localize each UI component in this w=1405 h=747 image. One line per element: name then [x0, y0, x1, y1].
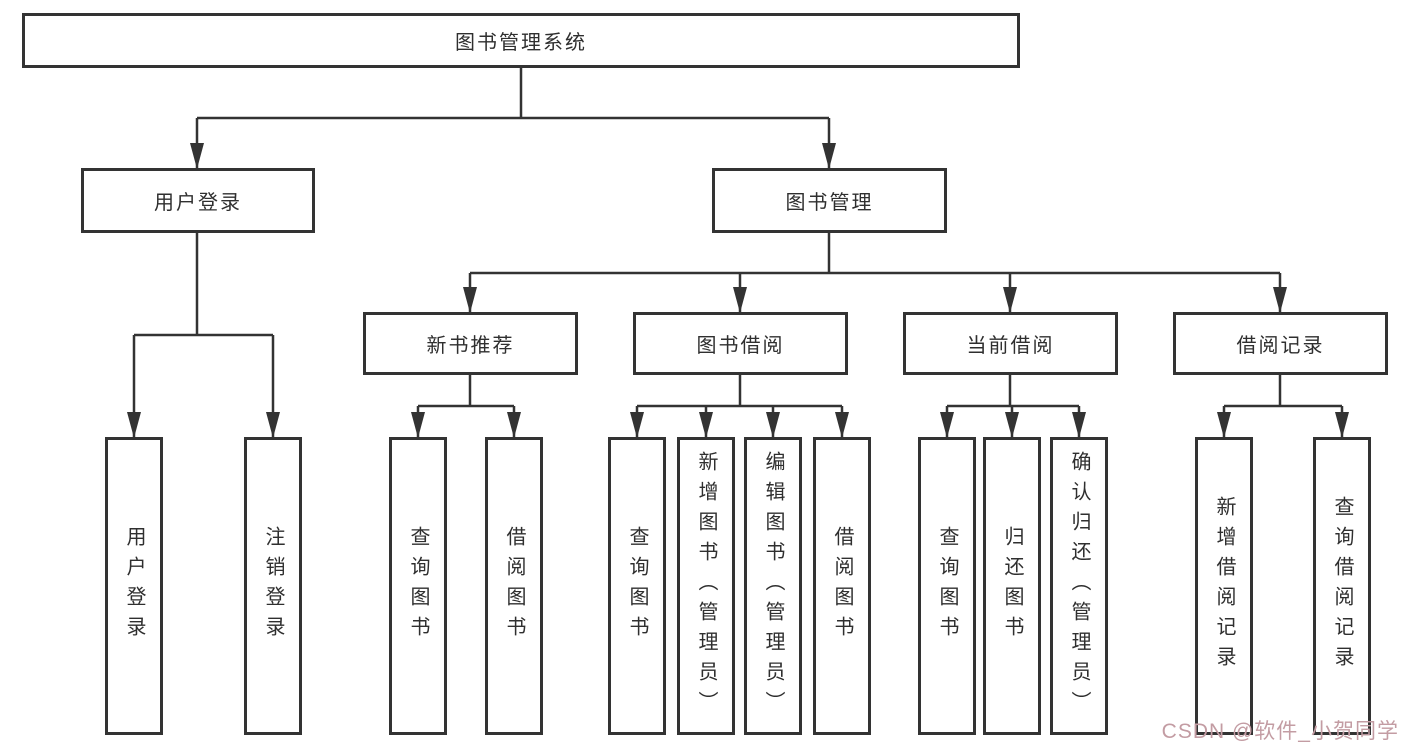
- connector-borrowing-records-trunk: [1224, 375, 1342, 408]
- connector-book-borrowing-trunk: [637, 375, 842, 408]
- node-library-management-system: 图书管理系统: [22, 13, 1020, 68]
- leaf-query-books-1: 查询图书: [389, 437, 447, 735]
- leaf-label: 查询图书: [626, 526, 648, 646]
- leaf-label: 借阅图书: [831, 526, 853, 646]
- leaf-label: 确认归还（管理员）: [1068, 451, 1090, 721]
- leaf-edit-book-admin: 编辑图书（管理员）: [744, 437, 802, 735]
- connector-current-borrowing-trunk: [947, 375, 1079, 408]
- node-label: 图书借阅: [696, 335, 785, 357]
- leaf-add-book-admin: 新增图书（管理员）: [677, 437, 735, 735]
- leaf-label: 借阅图书: [503, 526, 525, 646]
- leaf-label: 查询借阅记录: [1331, 496, 1353, 676]
- leaf-label: 新增图书（管理员）: [695, 451, 717, 721]
- leaf-user-login: 用户登录: [105, 437, 163, 735]
- node-book-management: 图书管理: [712, 168, 947, 233]
- leaf-label: 注销登录: [262, 526, 284, 646]
- node-label: 新书推荐: [426, 335, 515, 357]
- node-book-borrowing: 图书借阅: [633, 312, 848, 375]
- node-label: 借阅记录: [1236, 335, 1325, 357]
- node-label: 当前借阅: [966, 335, 1055, 357]
- connector-user-login-trunk: [134, 233, 273, 337]
- connector-new-book-trunk: [418, 375, 514, 408]
- connector-book-management-trunk: [470, 233, 1280, 275]
- leaf-borrow-books-1: 借阅图书: [485, 437, 543, 735]
- node-label: 图书管理: [785, 192, 874, 214]
- leaf-label: 新增借阅记录: [1213, 496, 1235, 676]
- node-borrowing-records: 借阅记录: [1173, 312, 1388, 375]
- leaf-query-books-3: 查询图书: [918, 437, 976, 735]
- leaf-label: 查询图书: [407, 526, 429, 646]
- leaf-label: 查询图书: [936, 526, 958, 646]
- leaf-label: 归还图书: [1001, 526, 1023, 646]
- leaf-query-borrow-record: 查询借阅记录: [1313, 437, 1371, 735]
- node-label: 图书管理系统: [455, 32, 587, 54]
- node-current-borrowing: 当前借阅: [903, 312, 1118, 375]
- connector-root-trunk: [197, 68, 829, 120]
- leaf-return-books: 归还图书: [983, 437, 1041, 735]
- leaf-add-borrow-record: 新增借阅记录: [1195, 437, 1253, 735]
- leaf-confirm-return-admin: 确认归还（管理员）: [1050, 437, 1108, 735]
- leaf-label: 编辑图书（管理员）: [762, 451, 784, 721]
- node-new-book-recommendation: 新书推荐: [363, 312, 578, 375]
- leaf-logout: 注销登录: [244, 437, 302, 735]
- node-label: 用户登录: [154, 192, 242, 214]
- node-user-login: 用户登录: [81, 168, 315, 233]
- leaf-query-books-2: 查询图书: [608, 437, 666, 735]
- leaf-borrow-books-2: 借阅图书: [813, 437, 871, 735]
- leaf-label: 用户登录: [123, 526, 145, 646]
